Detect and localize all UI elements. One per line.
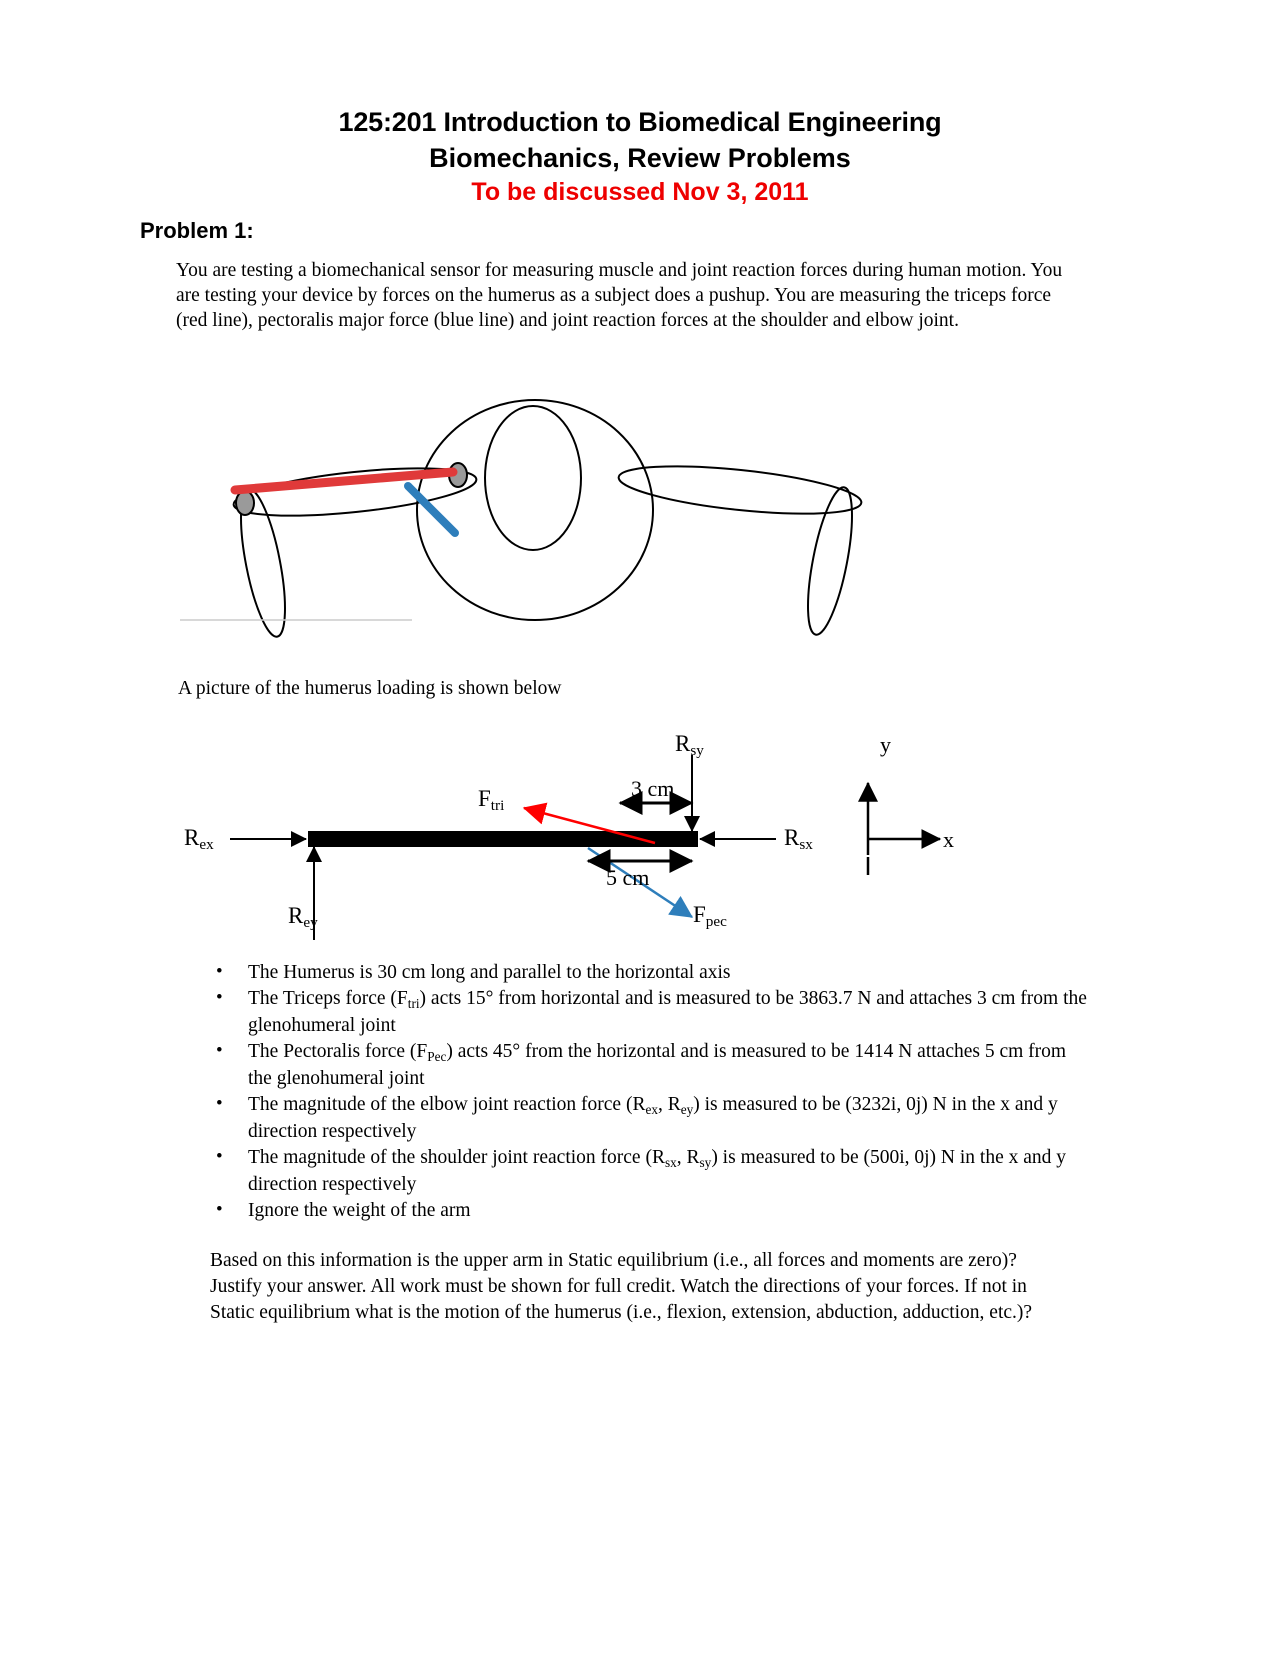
bullet-item-triceps-force: • The Triceps force (Ftri) acts 15° from … [210, 986, 1090, 1039]
left-upper-arm-outline [232, 467, 478, 517]
pushup-anatomy-figure [175, 378, 895, 643]
document-title-block: 125:201 Introduction to Biomedical Engin… [0, 104, 1280, 209]
elbow-joint-marker [235, 490, 255, 516]
axis-label-y: y [880, 732, 891, 757]
bullet-item-shoulder-reaction: • The magnitude of the shoulder joint rea… [210, 1145, 1090, 1198]
head-outline [484, 405, 582, 551]
problem-heading: Problem 1: [140, 218, 254, 243]
assumptions-bullet-list: • The Humerus is 30 cm long and parallel … [210, 960, 1090, 1224]
dimension-label-3cm: 3 cm [631, 776, 675, 801]
bullet-item-label: Ignore the weight of the arm [248, 1200, 471, 1221]
fbd-label-rex: Rex [184, 825, 214, 854]
free-body-diagram: Rex Rey Rsx Rsy Ftri Fpec 3 cm 5 cm y x [180, 731, 1000, 940]
bullet-item-label: The Pectoralis force (FPec) acts 45° fro… [248, 1041, 1067, 1089]
axis-label-x: x [943, 827, 954, 852]
bullet-dot-icon: • [216, 987, 223, 1008]
bullet-dot-icon: • [216, 1199, 223, 1220]
title-line-subject: Biomechanics, Review Problems [429, 143, 851, 173]
bullet-dot-icon: • [216, 1040, 223, 1061]
triceps-muscle-line [230, 467, 458, 495]
intro-paragraph: You are testing a biomechanical sensor f… [176, 260, 1063, 331]
title-line-course: 125:201 Introduction to Biomedical Engin… [338, 107, 942, 137]
bullet-item-label: The Humerus is 30 cm long and parallel t… [248, 962, 731, 983]
fbd-label-ftri: Ftri [478, 786, 505, 815]
bullet-item-elbow-reaction: • The magnitude of the elbow joint reacti… [210, 1092, 1090, 1145]
title-line-discussion-date: To be discussed Nov 3, 2011 [471, 178, 809, 206]
closing-question-paragraph: Based on this information is the upper a… [210, 1250, 1033, 1323]
bullet-dot-icon: • [216, 1146, 223, 1167]
bullet-item-pectoralis-force: • The Pectoralis force (FPec) acts 45° fr… [210, 1039, 1090, 1092]
right-upper-arm-outline [617, 465, 863, 515]
bullet-item-label: The Triceps force (Ftri) acts 15° from h… [248, 988, 1087, 1036]
bullet-item-humerus-length: • The Humerus is 30 cm long and parallel … [210, 960, 1090, 986]
torso-outline [416, 399, 654, 621]
fbd-label-rsy: Rsy [675, 731, 704, 760]
humerus-bar [308, 831, 698, 847]
dimension-label-5cm: 5 cm [606, 865, 650, 890]
fbd-label-rey: Rey [288, 903, 318, 932]
right-forearm-outline [807, 486, 853, 636]
ftri-arrow [522, 802, 656, 845]
fbd-label-rsx: Rsx [784, 825, 813, 854]
pectoralis-muscle-line [404, 482, 459, 537]
bullet-item-label: The magnitude of the shoulder joint reac… [248, 1147, 1067, 1195]
figure-caption: A picture of the humerus loading is show… [178, 678, 562, 699]
bullet-item-label: The magnitude of the elbow joint reactio… [248, 1094, 1058, 1142]
bullet-item-ignore-weight: • Ignore the weight of the arm [210, 1198, 1090, 1224]
fbd-label-fpec: Fpec [693, 902, 727, 931]
bullet-dot-icon: • [216, 1093, 223, 1114]
bullet-dot-icon: • [216, 961, 223, 982]
